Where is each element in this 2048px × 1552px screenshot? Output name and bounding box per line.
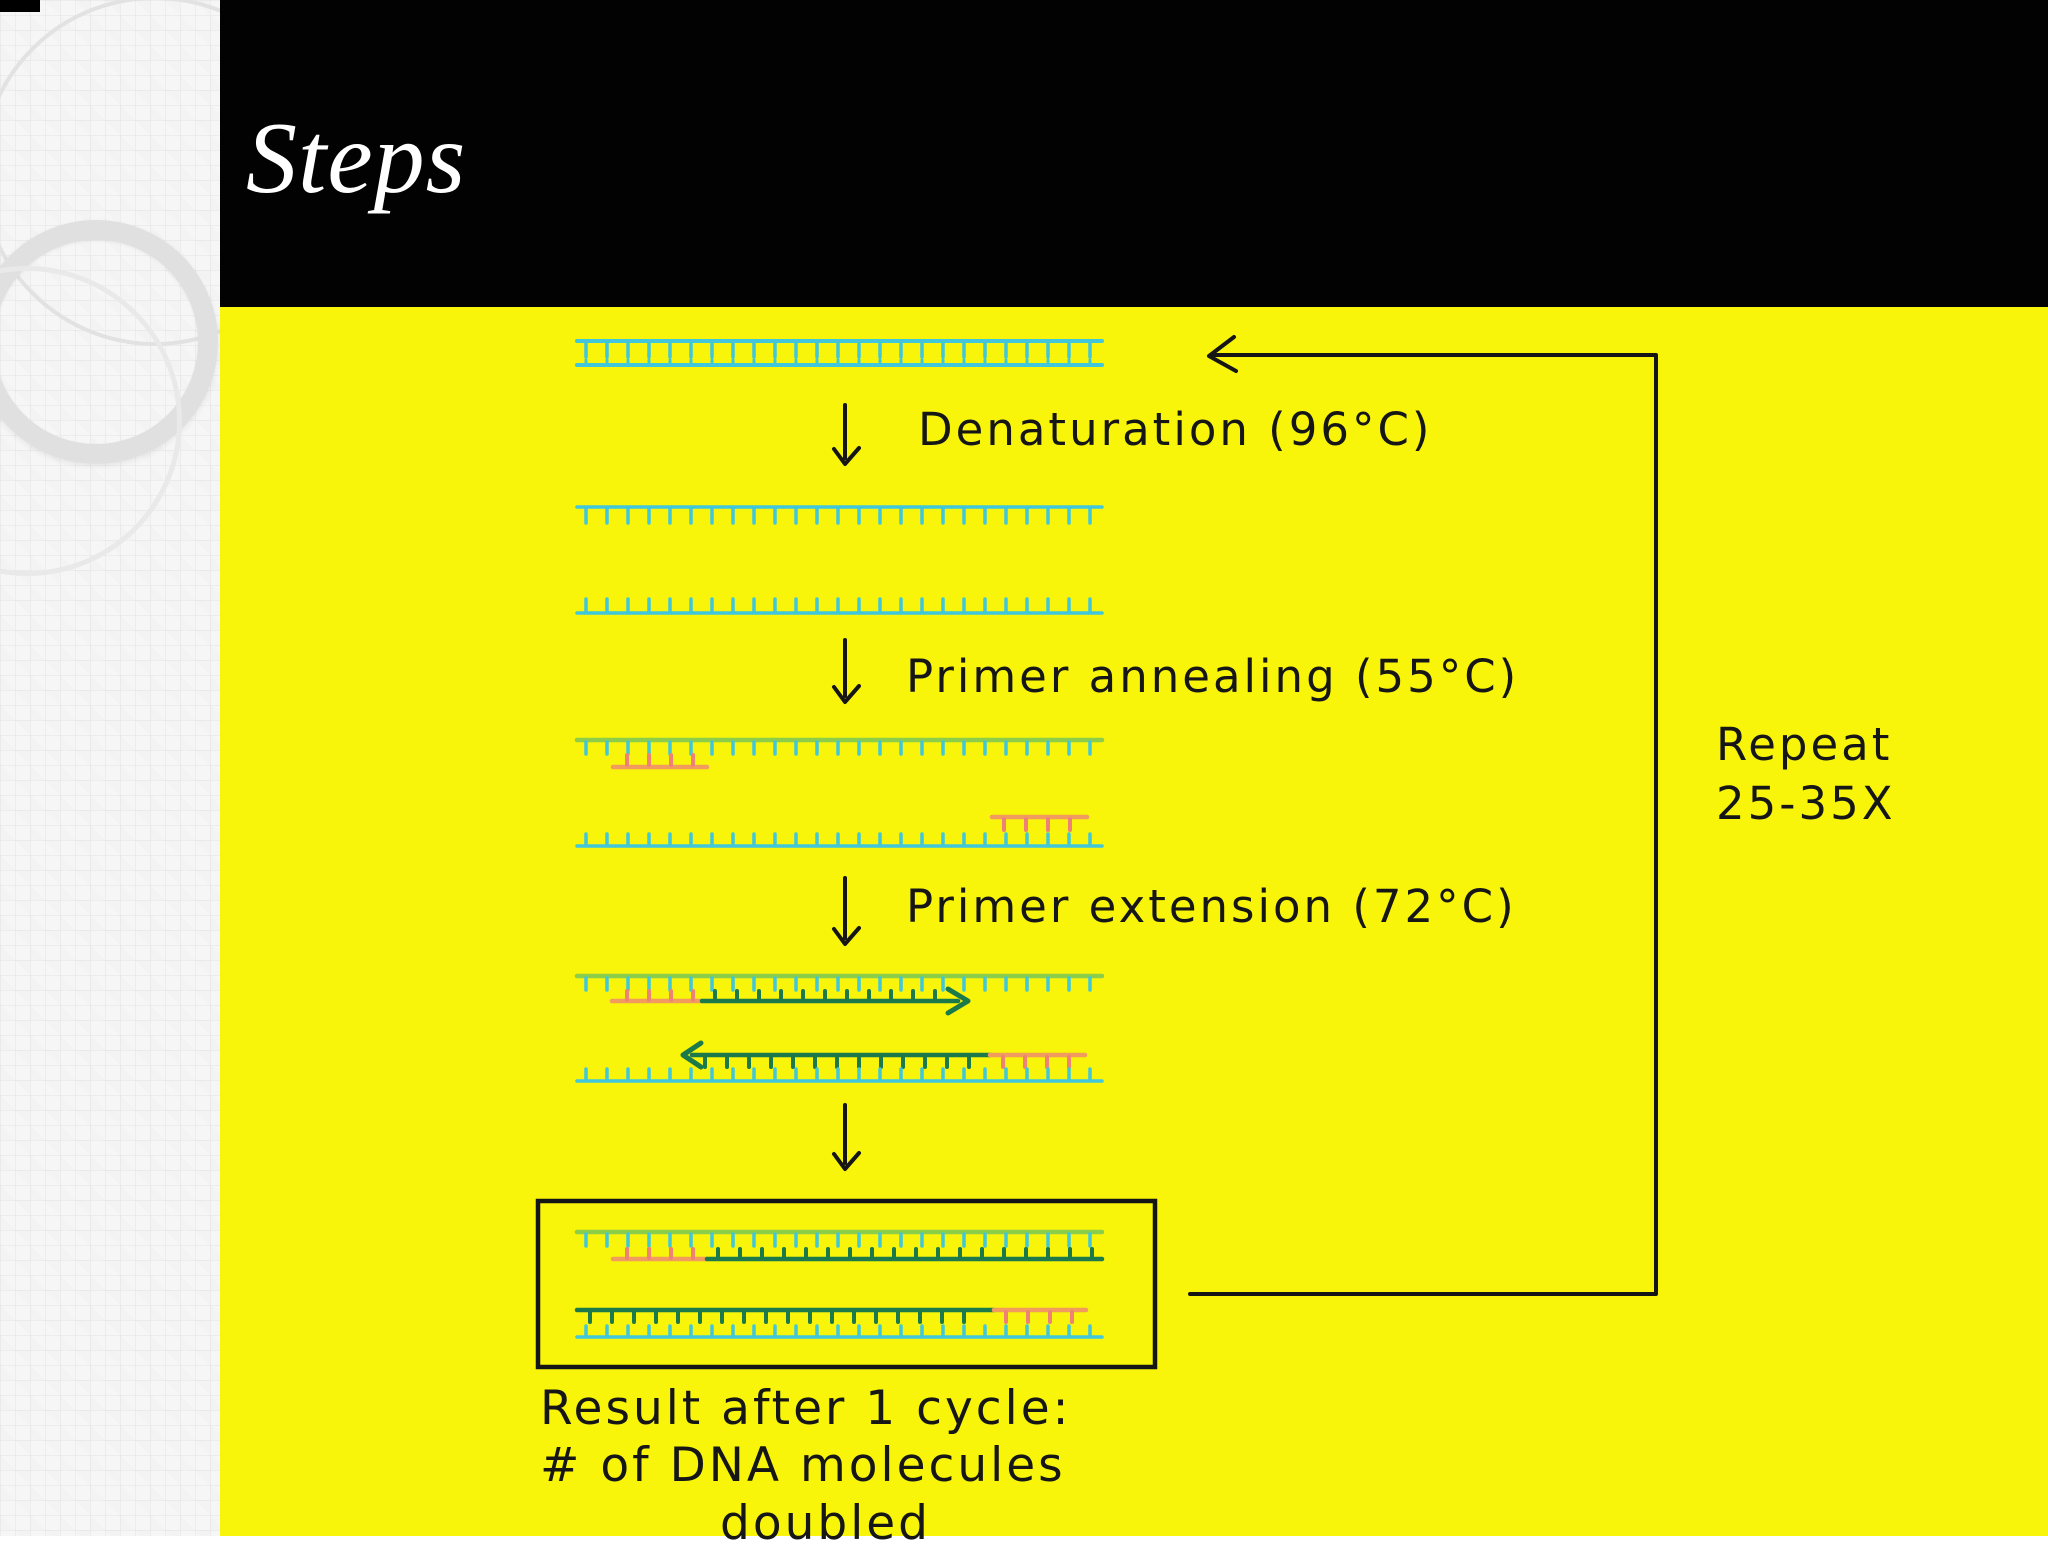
result-molecule-b bbox=[574, 1307, 1104, 1339]
label-repeat: Repeat 25-35X bbox=[1716, 716, 1896, 833]
extension-bottom-molecule bbox=[575, 1040, 1104, 1083]
result-box bbox=[535, 1198, 1158, 1370]
arrow-annealing bbox=[832, 638, 861, 704]
result-molecule-a bbox=[574, 1229, 1105, 1262]
sidebar-decoration bbox=[0, 0, 220, 1536]
arrow-denaturation bbox=[832, 403, 861, 466]
label-primer-extension: Primer extension (72°C) bbox=[906, 880, 1517, 933]
ssdna-bottom-strand bbox=[575, 597, 1104, 615]
slide-header: Steps bbox=[220, 0, 2048, 307]
pcr-diagram bbox=[535, 335, 1658, 1370]
label-primer-annealing: Primer annealing (55°C) bbox=[906, 650, 1520, 703]
repeat-line2: 25-35X bbox=[1716, 776, 1896, 830]
screen-edge-artifact bbox=[0, 0, 40, 12]
arrow-result bbox=[832, 1103, 861, 1171]
extension-top-molecule bbox=[574, 973, 1105, 1016]
result-line2: # of DNA molecules bbox=[540, 1438, 1066, 1494]
arrow-extension bbox=[832, 876, 861, 946]
ssdna-top-strand bbox=[575, 505, 1104, 525]
label-denaturation: Denaturation (96°C) bbox=[918, 403, 1433, 456]
slide-title: Steps bbox=[246, 102, 467, 215]
annealing-bottom-molecule bbox=[575, 814, 1104, 848]
result-line1: Result after 1 cycle: bbox=[540, 1381, 1072, 1436]
repeat-loop-arrow bbox=[1188, 335, 1658, 1296]
dsdna-initial bbox=[575, 339, 1104, 367]
repeat-line1: Repeat bbox=[1716, 718, 1893, 771]
slide-content bbox=[220, 307, 2048, 1536]
label-result: Result after 1 cycle: # of DNA molecules… bbox=[540, 1380, 1071, 1552]
annealing-top-molecule bbox=[574, 737, 1105, 770]
result-line3: doubled bbox=[720, 1495, 932, 1551]
